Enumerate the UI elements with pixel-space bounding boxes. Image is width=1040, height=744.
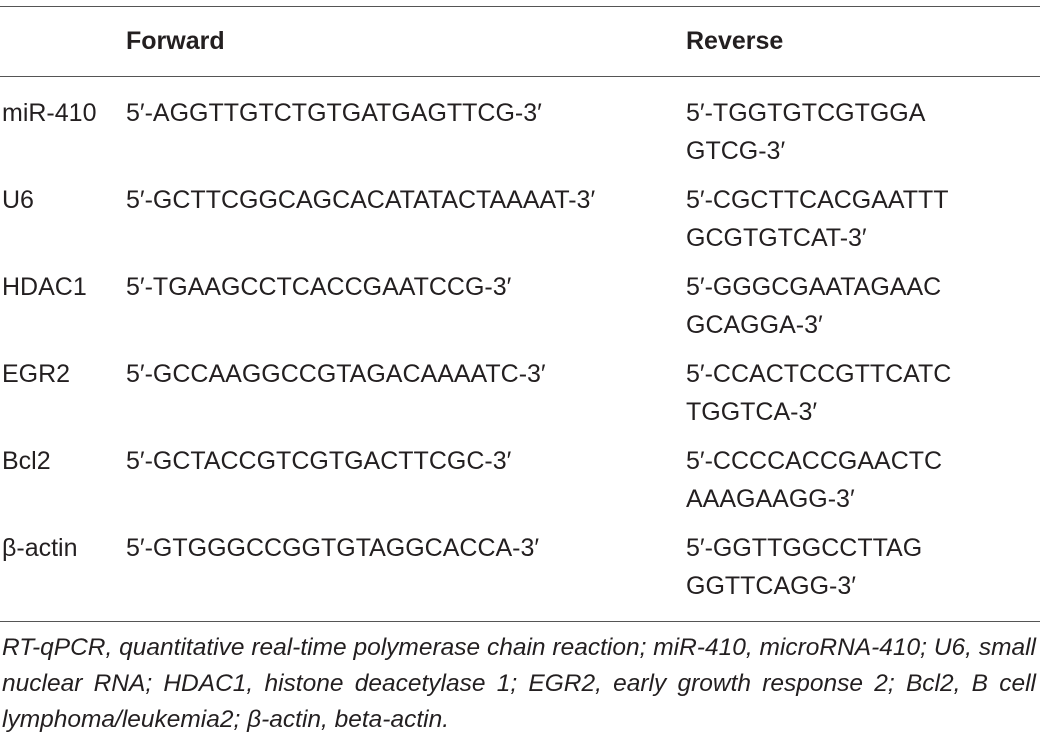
reverse-primer-line2: GTCG-3′ [686,137,786,165]
reverse-primer-line2: AAAGAAGG-3′ [686,485,855,513]
forward-primer: 5′-GCCAAGGCCGTAGACAAAATC-3′ [126,360,546,388]
reverse-primer: 5′-GGTTGGCCTTAG GGTTCAGG-3′ [686,529,986,605]
forward-primer: 5′-GCTACCGTCGTGACTTCGC-3′ [126,447,512,475]
reverse-primer-line2: GGTTCAGG-3′ [686,572,856,600]
gene-name: β-actin [2,534,78,562]
column-header-forward: Forward [126,27,225,55]
table-footnote: RT-qPCR, quantitative real-time polymera… [2,634,1036,733]
table-bottom-rule [0,621,1040,622]
table-row: β-actin 5′-GTGGGCCGGTGTAGGCACCA-3′ 5′-GG… [0,529,1040,616]
reverse-primer: 5′-CCCCACCGAACTC AAAGAAGG-3′ [686,442,986,518]
table-top-rule [0,6,1040,7]
reverse-primer: 5′-TGGTGTCGTGGA GTCG-3′ [686,94,986,170]
gene-name: EGR2 [2,360,71,388]
reverse-primer-line1: 5′-GGGCGAATAGAAC [686,273,942,301]
column-header-reverse: Reverse [686,27,784,55]
reverse-primer-line1: 5′-TGGTGTCGTGGA [686,99,926,127]
table-row: Bcl2 5′-GCTACCGTCGTGACTTCGC-3′ 5′-CCCCAC… [0,442,1040,529]
forward-primer: 5′-GTGGGCCGGTGTAGGCACCA-3′ [126,534,540,562]
reverse-primer-line1: 5′-GGTTGGCCTTAG [686,534,923,562]
table-row: EGR2 5′-GCCAAGGCCGTAGACAAAATC-3′ 5′-CCAC… [0,355,1040,442]
reverse-primer-line2: GCAGGA-3′ [686,311,823,339]
forward-primer: 5′-AGGTTGTCTGTGATGAGTTCG-3′ [126,99,542,127]
table-row: miR-410 5′-AGGTTGTCTGTGATGAGTTCG-3′ 5′-T… [0,94,1040,181]
forward-primer: 5′-TGAAGCCTCACCGAATCCG-3′ [126,273,512,301]
gene-name: U6 [2,186,34,214]
reverse-primer-line2: TGGTCA-3′ [686,398,818,426]
reverse-primer: 5′-GGGCGAATAGAAC GCAGGA-3′ [686,268,986,344]
reverse-primer-line2: GCGTGTCAT-3′ [686,224,867,252]
reverse-primer: 5′-CCACTCCGTTCATC TGGTCA-3′ [686,355,986,431]
gene-name: Bcl2 [2,447,51,475]
table-row: U6 5′-GCTTCGGCAGCACATATACTAAAAT-3′ 5′-CG… [0,181,1040,268]
reverse-primer-line1: 5′-CGCTTCACGAATTT [686,186,949,214]
table-row: HDAC1 5′-TGAAGCCTCACCGAATCCG-3′ 5′-GGGCG… [0,268,1040,355]
gene-name: miR-410 [2,99,97,127]
gene-name: HDAC1 [2,273,87,301]
reverse-primer: 5′-CGCTTCACGAATTT GCGTGTCAT-3′ [686,181,986,257]
reverse-primer-line1: 5′-CCACTCCGTTCATC [686,360,952,388]
forward-primer: 5′-GCTTCGGCAGCACATATACTAAAAT-3′ [126,186,596,214]
reverse-primer-line1: 5′-CCCCACCGAACTC [686,447,943,475]
header-rule [0,76,1040,77]
